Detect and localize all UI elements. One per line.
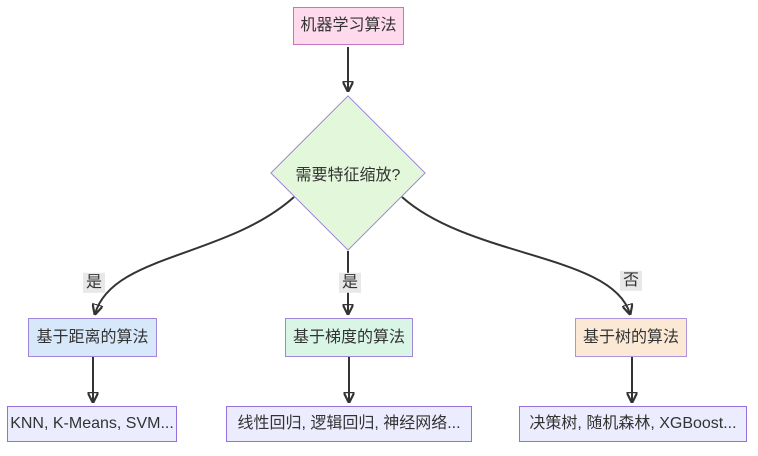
decision-node-label: 需要特征缩放? [295,167,401,184]
edge-label-no-right: 否 [619,270,643,292]
gradient-node: 基于梯度的算法 [285,318,413,357]
root-node: 机器学习算法 [293,7,404,45]
distance-examples-label: KNN, K-Means, SVM... [10,415,174,432]
edge-decision-to-distance [95,196,295,314]
edge-label-yes-left: 是 [82,272,106,294]
gradient-node-label: 基于梯度的算法 [292,328,405,346]
gradient-examples-label: 线性回归, 逻辑回归, 神经网络... [237,415,461,432]
tree-node-label: 基于树的算法 [582,328,679,346]
distance-examples-node: KNN, K-Means, SVM... [7,406,177,442]
root-node-label: 机器学习算法 [300,17,397,34]
tree-node: 基于树的算法 [575,318,687,357]
distance-node-label: 基于距离的算法 [36,328,149,346]
edge-decision-to-tree [401,196,630,314]
distance-node: 基于距离的算法 [28,318,157,357]
edge-label-yes-mid: 是 [338,272,362,294]
tree-examples-label: 决策树, 随机森林, XGBoost... [529,415,737,432]
tree-examples-node: 决策树, 随机森林, XGBoost... [519,406,747,442]
gradient-examples-node: 线性回归, 逻辑回归, 神经网络... [226,406,472,442]
decision-node: 需要特征缩放? [270,95,426,251]
